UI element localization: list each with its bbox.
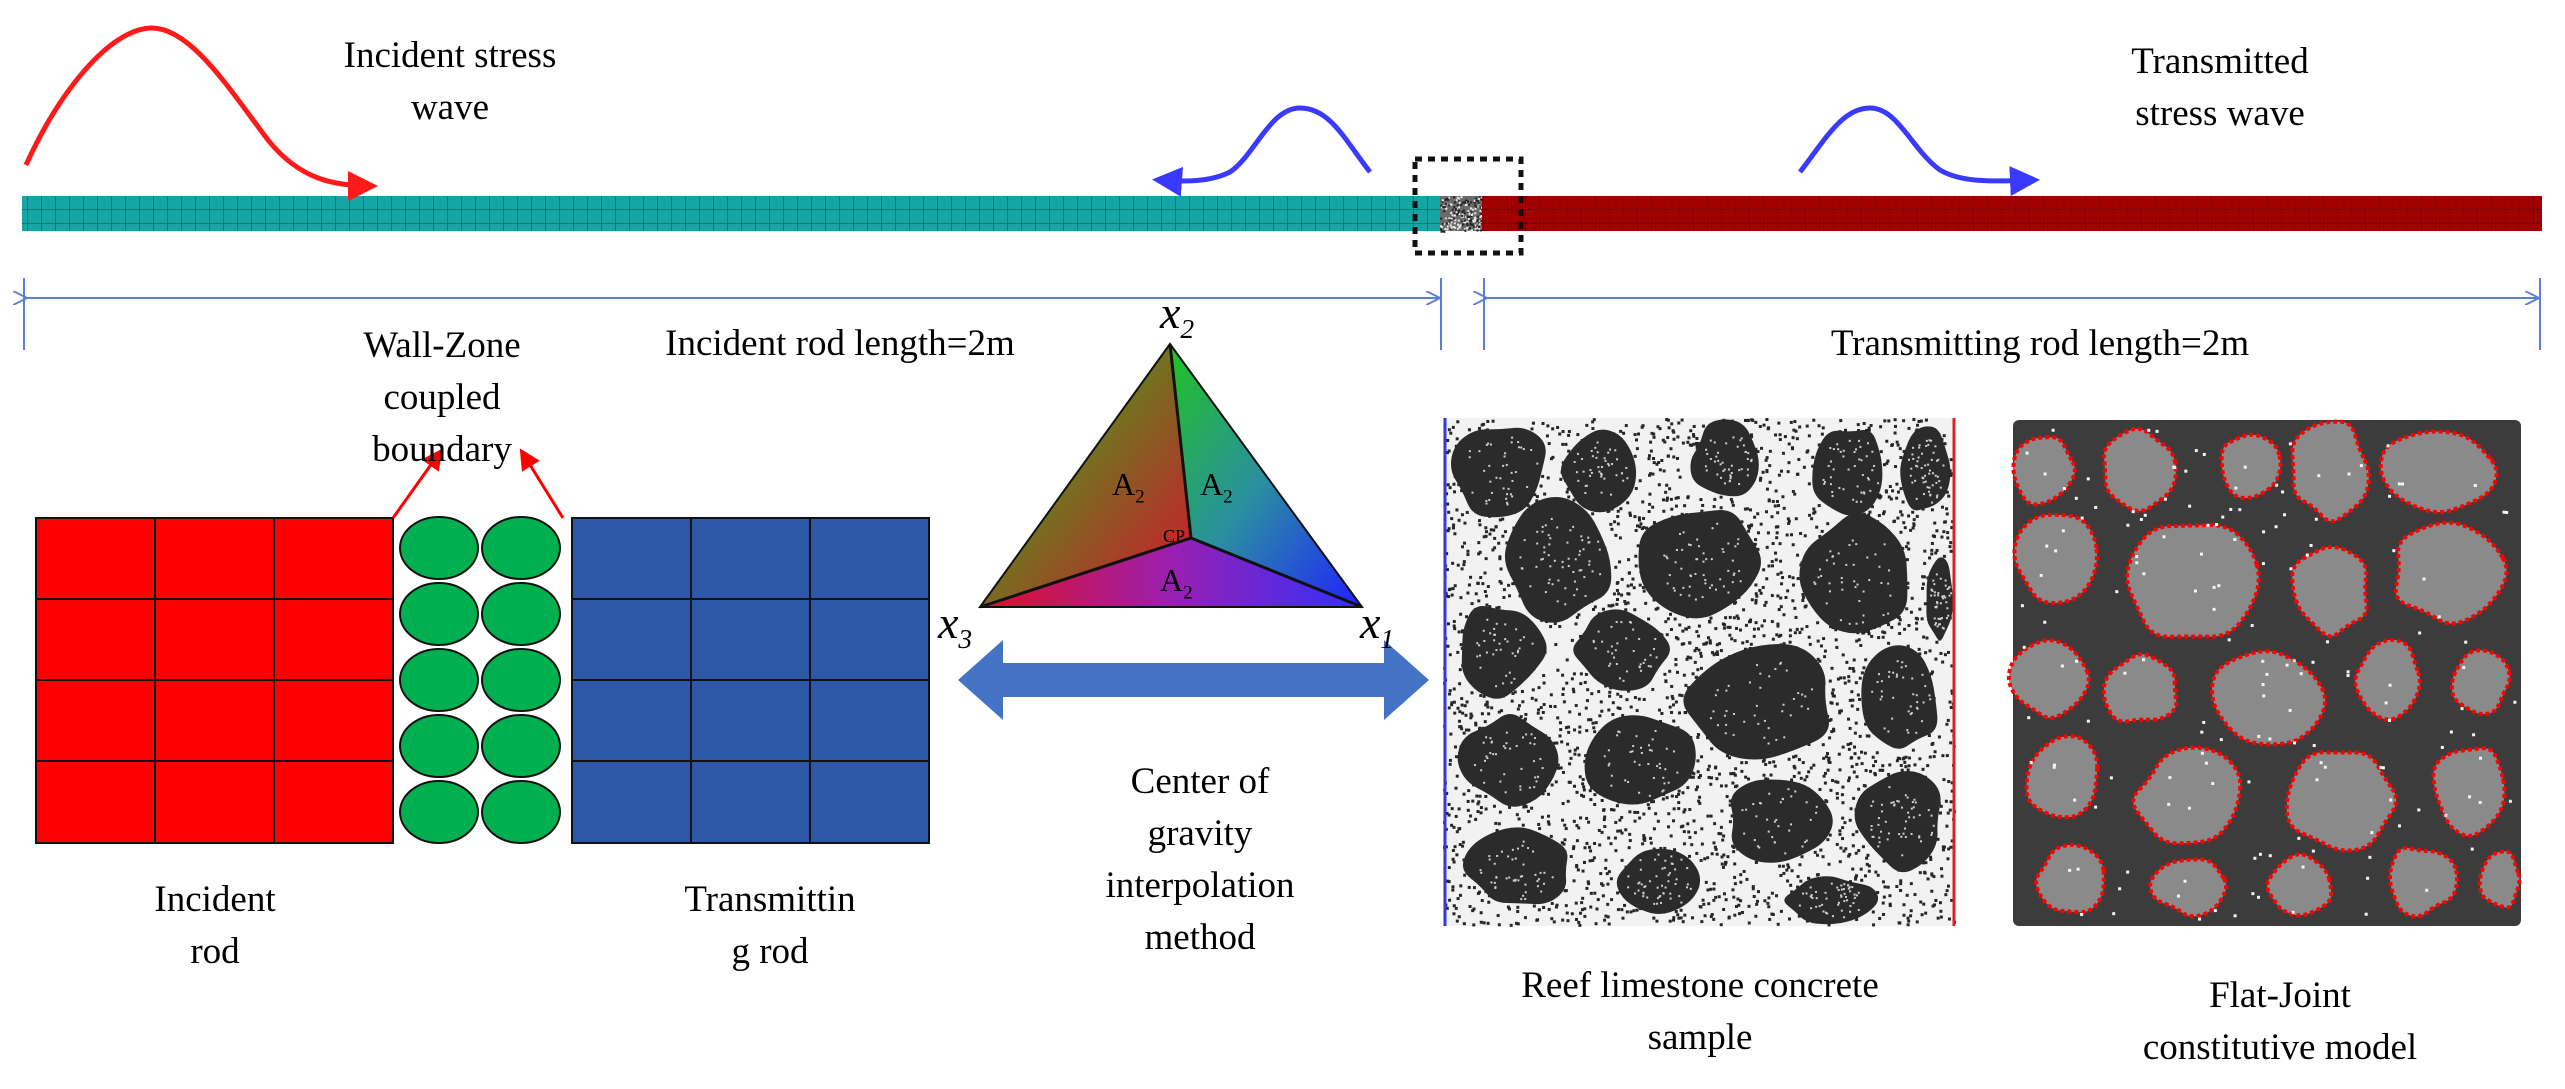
particle [481,582,561,646]
coupled-particles [399,516,561,844]
boundary-arrow-left [391,448,443,519]
particle [399,516,479,580]
boundary-arrow-right [519,448,565,519]
particle [399,648,479,712]
particle [399,714,479,778]
incident-wave-arrow [23,25,378,201]
barycentric-triangle [978,342,1364,609]
double-arrow [958,640,1429,720]
incident-rod-bar [22,196,1440,231]
transmitted-wave-arrow [1798,105,2040,197]
particle [481,714,561,778]
particle [399,780,479,844]
transmitting-rod-bar [1482,196,2542,231]
incident-dimension [24,278,1442,350]
transmitting-dimension [1484,278,2541,350]
area-label-left: A2 [1112,466,1145,508]
transmitting-rod-block [571,517,930,844]
sample-strip-texture [1440,196,1484,233]
reflected-wave-arrow [1152,105,1372,197]
area-label-right: A2 [1200,466,1233,508]
vertex-x2-label: x2 [1160,287,1195,345]
incident-length-label: Incident rod length=2m [665,323,1015,364]
particle [481,780,561,844]
sample-highlight-box [1412,156,1524,256]
center-point-label: CP [1163,526,1186,546]
transmitting-length-label: Transmitting rod length=2m [1830,323,2250,364]
area-label-bottom: A2 [1160,562,1193,604]
vertex-x3-label: x3 [938,597,973,655]
vertex-x1-label: x1 [1360,597,1395,655]
particle [399,582,479,646]
flat-joint-image [2006,419,2522,926]
particle [481,516,561,580]
particle [481,648,561,712]
incident-rod-block [35,517,394,844]
reef-sample-image [1443,418,1956,927]
